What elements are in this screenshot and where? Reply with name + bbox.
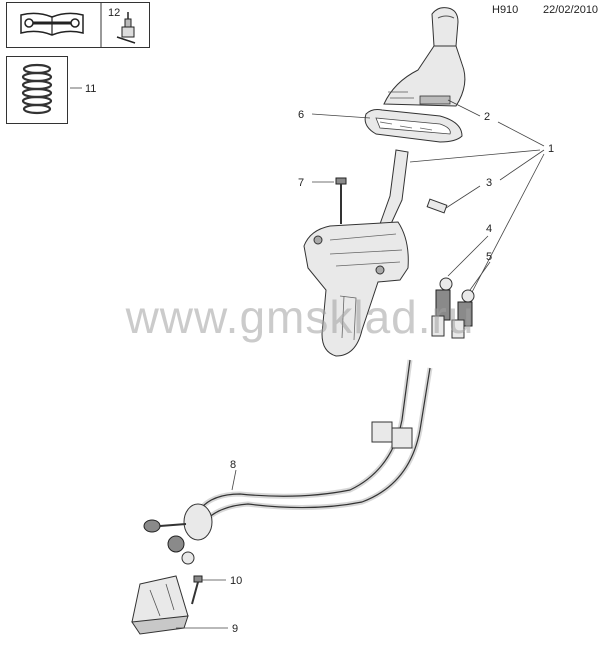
callout-8: 8 <box>230 459 236 471</box>
tools-box: 12 <box>6 2 150 48</box>
tools-box-label: 12 <box>108 7 121 19</box>
watermark: www.gmsklad.ru <box>125 291 475 343</box>
shift-lever-housing <box>303 149 409 357</box>
callout-9: 9 <box>232 623 238 635</box>
manual-wrench-icon <box>20 3 136 47</box>
spring-box <box>6 56 68 124</box>
callout-10: 10 <box>230 575 242 587</box>
callout-1: 1 <box>548 143 554 155</box>
callout-11: 11 <box>85 83 96 95</box>
diagram-code: H910 <box>492 4 519 16</box>
callout-3: 3 <box>486 177 492 189</box>
bolt-7 <box>335 177 347 224</box>
callout-2: 2 <box>484 111 490 123</box>
callout-4: 4 <box>486 223 492 235</box>
diagram-date: 22/02/2010 <box>543 4 599 16</box>
callout-5: 5 <box>486 251 492 263</box>
gear-knob <box>383 7 466 107</box>
callout-7: 7 <box>298 177 304 189</box>
cable-end-5 <box>451 289 475 339</box>
cable-bracket <box>131 575 189 635</box>
spring-icon <box>21 63 53 115</box>
trim-frame <box>364 109 463 143</box>
bolt-10 <box>191 575 203 605</box>
cable-end-4 <box>431 277 453 337</box>
shift-cables <box>143 359 433 565</box>
callout-6: 6 <box>298 109 304 121</box>
